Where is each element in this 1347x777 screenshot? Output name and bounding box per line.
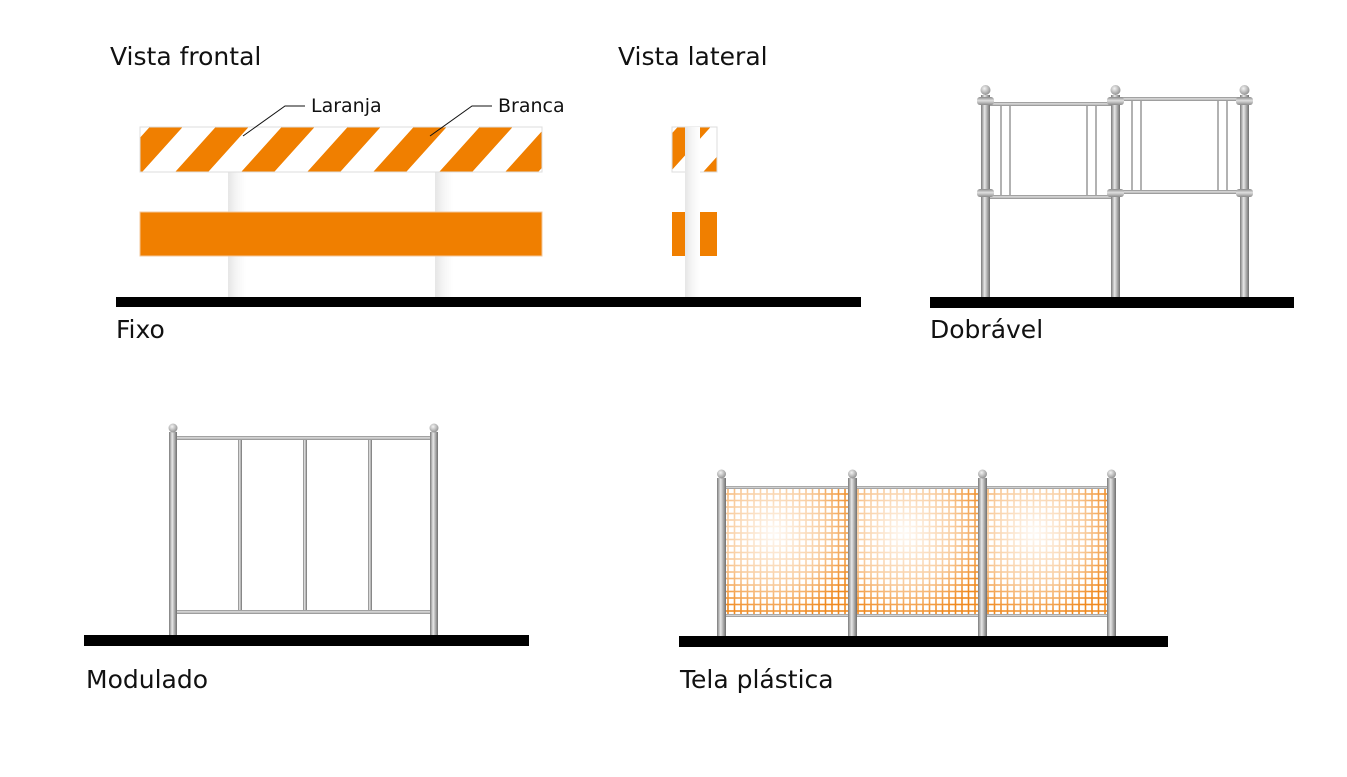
- tela-caption: Tela plástica: [679, 665, 834, 694]
- orange-bottom-rail: [139, 211, 543, 257]
- fixo-caption: Fixo: [116, 315, 165, 344]
- left-bottom-rail: [985, 195, 1115, 199]
- dobravel-caption: Dobrável: [930, 315, 1043, 344]
- fixo-section: Vista frontal Vista lateral Laranja Bran…: [110, 42, 861, 344]
- striped-top-rail: [139, 126, 543, 173]
- knob-icon: [848, 469, 857, 479]
- knob-icon: [429, 423, 439, 433]
- front-view-title: Vista frontal: [110, 42, 261, 71]
- modulado-section: Modulado: [84, 423, 529, 694]
- right-bottom-rail: [1115, 190, 1245, 194]
- dobravel-section: Dobrável: [930, 85, 1294, 344]
- knob-icon: [1239, 85, 1250, 95]
- post-1: [977, 85, 994, 298]
- knob-icon: [168, 423, 178, 433]
- side-post: [685, 127, 700, 299]
- post-2: [1107, 85, 1124, 298]
- post-3: [1236, 85, 1253, 298]
- knob-icon: [980, 85, 991, 95]
- left-top-rail: [985, 102, 1115, 106]
- knob-icon: [978, 469, 987, 479]
- mesh-panel-2: [856, 489, 978, 614]
- vertical-bars: [1000, 101, 1228, 195]
- mesh-panel-3: [986, 489, 1107, 614]
- orange-leader-line: [242, 105, 305, 137]
- top-rail: [725, 486, 1107, 489]
- tela-section: Tela plástica: [679, 469, 1168, 694]
- post-right: [430, 432, 438, 636]
- ground-line: [84, 635, 529, 646]
- knob-icon: [1110, 85, 1121, 95]
- mesh-panel-1: [725, 489, 848, 614]
- modulado-caption: Modulado: [86, 665, 208, 694]
- post-3: [978, 478, 987, 638]
- post-2: [848, 478, 857, 638]
- right-top-rail: [1115, 97, 1245, 101]
- module-dividers: [238, 440, 372, 610]
- orange-label: Laranja: [311, 95, 382, 117]
- white-label: Branca: [498, 95, 565, 117]
- knob-icon: [717, 469, 726, 479]
- top-rail: [177, 436, 430, 440]
- bottom-rail: [177, 610, 430, 614]
- ground-line: [679, 636, 1168, 647]
- knob-icon: [1107, 469, 1116, 479]
- ground-line: [116, 297, 861, 307]
- side-view-title: Vista lateral: [618, 42, 768, 71]
- ground-line: [930, 297, 1294, 308]
- post-1: [717, 478, 726, 640]
- post-4: [1107, 478, 1116, 638]
- white-leader-line: [429, 105, 492, 137]
- bottom-rail: [725, 614, 1107, 617]
- post-left: [169, 432, 177, 636]
